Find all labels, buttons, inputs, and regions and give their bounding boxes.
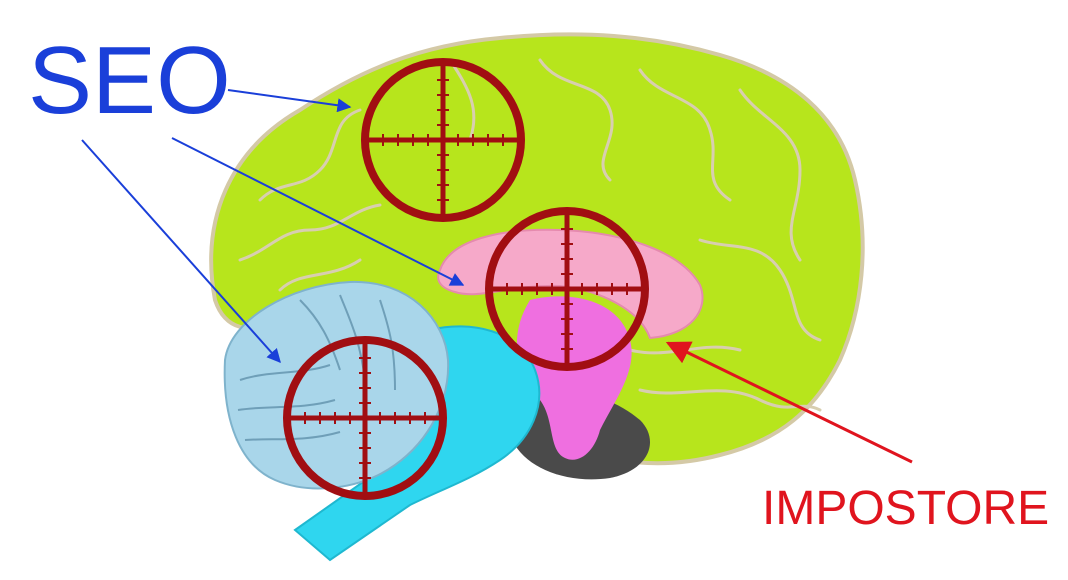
seo-arrow-to-cortex <box>227 89 352 113</box>
impostore-label: IMPOSTORE <box>762 482 1049 535</box>
crosshair-cerebellum <box>283 336 447 500</box>
seo-arrow-to-cerebellum <box>81 139 281 364</box>
crosshair-upper-cortex <box>361 58 525 222</box>
thalamus <box>516 296 632 460</box>
impostore-arrow <box>665 341 913 464</box>
crosshair-corpus-callosum <box>485 207 649 371</box>
seo-label: SEO <box>28 27 231 134</box>
seo-arrow-to-corpus-callosum <box>171 137 465 286</box>
